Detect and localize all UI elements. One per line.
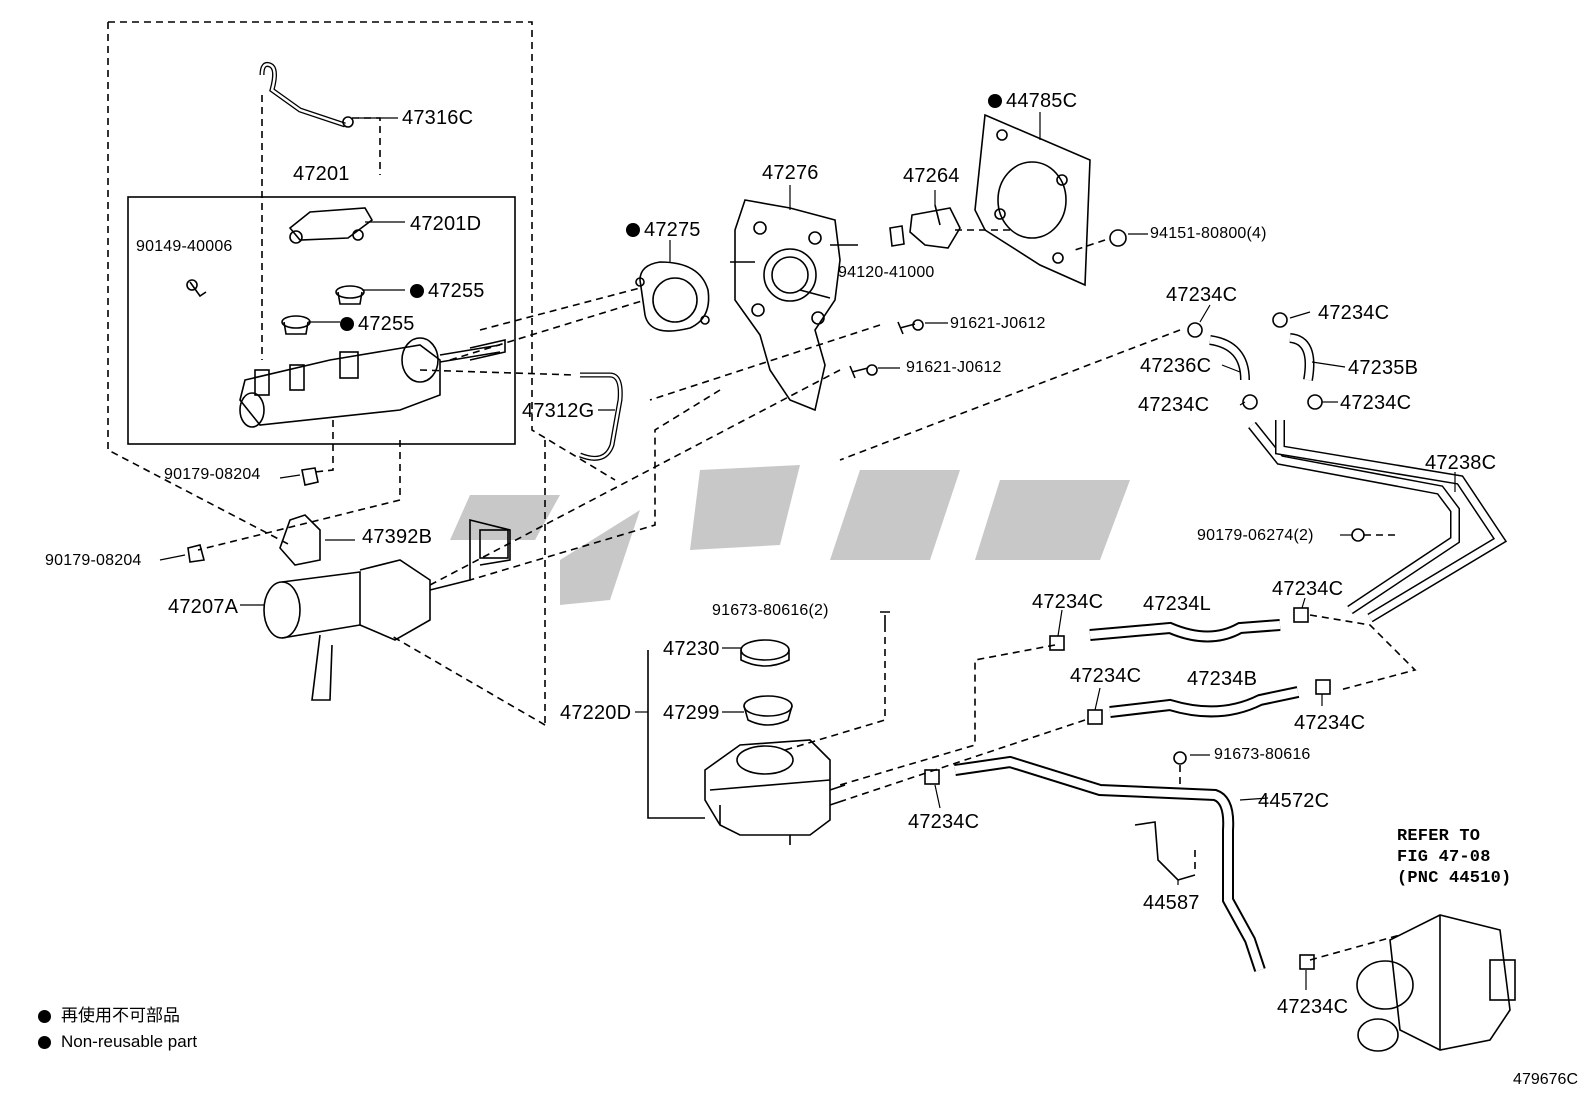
label-94151-80800[interactable]: 94151-80800(4)	[1150, 225, 1267, 242]
assembly-box	[127, 196, 516, 445]
legend-dot	[38, 1009, 51, 1023]
clevis-47264	[909, 207, 961, 249]
legend-row-jp: 再使用不可部品	[38, 1003, 197, 1029]
label-47230[interactable]: 47230	[663, 638, 720, 660]
plate-47276	[730, 199, 858, 412]
label-91621-J0612-upper[interactable]: 91621-J0612	[950, 315, 1046, 332]
non-reusable-dot	[410, 284, 424, 298]
gasket-47275	[639, 261, 710, 332]
label-47236C[interactable]: 47236C	[1140, 355, 1212, 377]
hose-47236C	[1209, 335, 1250, 381]
non-reusable-dot	[988, 94, 1002, 108]
label-47201[interactable]: 47201	[293, 163, 350, 185]
dashed-leaders	[107, 21, 1417, 961]
label-47234C-8[interactable]: 47234C	[1294, 712, 1366, 734]
label-47264[interactable]: 47264	[903, 165, 960, 187]
label-47207A[interactable]: 47207A	[168, 596, 239, 618]
label-47299[interactable]: 47299	[663, 702, 720, 724]
reservoir-47220D	[704, 739, 846, 845]
pipe-47238C	[1248, 420, 1508, 623]
non-reusable-dot	[626, 223, 640, 237]
hose-47234B	[1109, 686, 1300, 718]
label-90149-40006[interactable]: 90149-40006	[136, 238, 233, 255]
legend: 再使用不可部品 Non-reusable part	[38, 1003, 197, 1055]
label-47234C-9[interactable]: 47234C	[908, 811, 980, 833]
strainer-47299	[743, 695, 793, 717]
label-47234C-4[interactable]: 47234C	[1340, 392, 1412, 414]
legend-text-jp: 再使用不可部品	[61, 1006, 180, 1025]
master-cylinder	[239, 337, 506, 428]
legend-text-en: Non-reusable part	[61, 1032, 198, 1051]
label-47255-lower[interactable]: 47255	[340, 313, 415, 335]
label-47276[interactable]: 47276	[762, 162, 819, 184]
simulator-47207A	[263, 518, 511, 701]
label-47316C[interactable]: 47316C	[402, 107, 474, 129]
label-47234C-1[interactable]: 47234C	[1166, 284, 1238, 306]
abs-actuator	[1356, 914, 1516, 1052]
label-47234C-3[interactable]: 47234C	[1138, 394, 1210, 416]
bracket-47392B	[279, 514, 321, 566]
hose-47235B	[1289, 333, 1315, 381]
label-47275[interactable]: 47275	[626, 219, 701, 241]
watermark-logo	[450, 465, 1130, 605]
label-44572C[interactable]: 44572C	[1258, 790, 1330, 812]
legend-row-en: Non-reusable part	[38, 1029, 197, 1055]
label-47312G[interactable]: 47312G	[522, 400, 595, 422]
label-47234C-7[interactable]: 47234C	[1070, 665, 1142, 687]
refer-line-3: (PNC 44510)	[1397, 869, 1512, 888]
hose-47234L	[1089, 619, 1281, 643]
label-47255-upper[interactable]: 47255	[410, 280, 485, 302]
label-47234L[interactable]: 47234L	[1143, 593, 1211, 615]
label-47235B[interactable]: 47235B	[1348, 357, 1419, 379]
label-47234C-6[interactable]: 47234C	[1272, 578, 1344, 600]
label-47220D[interactable]: 47220D	[560, 702, 632, 724]
label-90179-06274[interactable]: 90179-06274(2)	[1197, 527, 1314, 544]
label-47234C-2[interactable]: 47234C	[1318, 302, 1390, 324]
refer-line-2: FIG 47-08	[1397, 848, 1491, 867]
label-90179-08204-upper[interactable]: 90179-08204	[164, 466, 261, 483]
refer-line-1: REFER TO	[1397, 827, 1481, 846]
label-91673-80616[interactable]: 91673-80616	[1214, 746, 1311, 763]
gasket-44785C	[974, 113, 1091, 287]
cap-47230	[740, 639, 790, 661]
figure-number: 479676C	[1513, 1071, 1578, 1088]
leader-lines	[159, 112, 1456, 990]
label-47234C-5[interactable]: 47234C	[1032, 591, 1104, 613]
label-90179-08204-lower[interactable]: 90179-08204	[45, 552, 142, 569]
legend-dot	[38, 1035, 51, 1049]
pipe-44572C	[954, 755, 1266, 972]
label-91673-80616-2[interactable]: 91673-80616(2)	[712, 602, 829, 619]
bracket-47201D	[288, 207, 374, 241]
bracket-44587	[1134, 821, 1196, 881]
label-47234C-10[interactable]: 47234C	[1277, 996, 1349, 1018]
label-47392B[interactable]: 47392B	[362, 526, 433, 548]
label-44785C[interactable]: 44785C	[988, 90, 1077, 112]
label-44587[interactable]: 44587	[1143, 892, 1200, 914]
label-94120-41000[interactable]: 94120-41000	[838, 264, 935, 281]
label-91621-J0612-lower[interactable]: 91621-J0612	[906, 359, 1002, 376]
refer-note[interactable]: REFER TO FIG 47-08 (PNC 44510)	[1397, 826, 1511, 889]
label-47234B[interactable]: 47234B	[1187, 668, 1258, 690]
non-reusable-dot	[340, 317, 354, 331]
label-47238C[interactable]: 47238C	[1425, 452, 1497, 474]
label-47201D[interactable]: 47201D	[410, 213, 482, 235]
